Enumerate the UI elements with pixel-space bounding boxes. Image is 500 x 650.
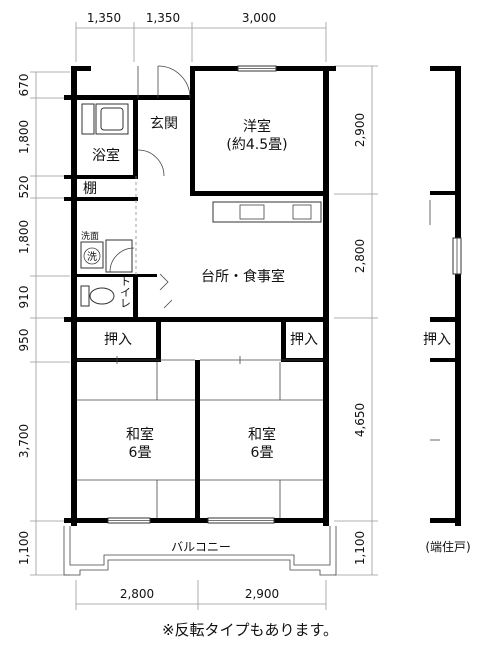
windows — [107, 65, 277, 524]
dim-left-3: 520 — [17, 176, 31, 199]
genkan-inner-door — [137, 149, 165, 177]
room-oshiire-right: 押入 — [290, 332, 318, 348]
dimension-labels: 1,350 1,350 3,000 670 1,800 520 1,800 91… — [17, 11, 367, 601]
walls — [64, 66, 336, 526]
tatami-lines — [77, 362, 323, 518]
kitchen-counter — [212, 201, 322, 223]
room-yoshitsu: 洋室 — [243, 118, 271, 135]
dim-top-3: 3,000 — [242, 11, 276, 25]
room-washitsu-right-size: 6畳 — [251, 445, 274, 461]
dim-left-6: 950 — [17, 329, 31, 352]
room-yokushitsu: 浴室 — [92, 147, 120, 164]
shower-area — [81, 103, 95, 135]
room-senmen: 洗面 — [81, 230, 99, 242]
kitchen-folding-door — [159, 273, 173, 309]
dim-top-2: 1,350 — [146, 11, 180, 25]
entrance-door — [137, 65, 191, 99]
dim-left-8: 1,100 — [17, 531, 31, 565]
dimension-lines — [30, 22, 378, 610]
footnote: ※反転タイプもあります。 — [162, 621, 338, 639]
end-unit-oshiire: 押入 — [423, 332, 451, 348]
room-kitchen: 台所・食事室 — [201, 268, 285, 285]
dim-left-7: 3,700 — [17, 424, 31, 458]
washbasin — [80, 241, 104, 269]
dim-right-2: 2,800 — [353, 239, 367, 273]
room-labels: 洋室 (約4.5畳) 玄関 浴室 棚 洗面 洗 トイレ 台所・食事室 押入 押入… — [81, 115, 318, 554]
bathtub — [95, 103, 129, 135]
dim-top-1: 1,350 — [87, 11, 121, 25]
dim-right-1: 2,900 — [353, 113, 367, 147]
fusuma-doors — [77, 356, 323, 364]
dim-bottom-1: 2,800 — [120, 587, 154, 601]
toilet-fixture — [80, 285, 115, 307]
balcony-label: バルコニー — [171, 540, 231, 554]
dim-left-1: 670 — [17, 74, 31, 97]
room-yoshitsu-size: (約4.5畳) — [226, 137, 287, 153]
room-oshiire-left: 押入 — [104, 332, 132, 348]
laundry-space — [105, 239, 133, 273]
end-unit-variant: 押入 (端住戸) — [423, 66, 471, 554]
room-genkan: 玄関 — [150, 115, 178, 132]
dim-right-3: 4,650 — [353, 403, 367, 437]
balcony-outline — [63, 526, 337, 576]
dim-left-2: 1,800 — [17, 120, 31, 154]
room-toilet: トイレ — [119, 276, 132, 309]
dim-bottom-2: 2,900 — [245, 587, 279, 601]
end-unit-label: (端住戸) — [425, 540, 470, 554]
room-washitsu-right: 和室 — [248, 426, 276, 443]
dim-right-4: 1,100 — [353, 531, 367, 565]
dim-left-4: 1,800 — [17, 220, 31, 254]
dim-left-5: 910 — [17, 286, 31, 309]
room-tana: 棚 — [83, 181, 97, 197]
washer-symbol: 洗 — [87, 251, 97, 263]
room-washitsu-left-size: 6畳 — [129, 445, 152, 461]
room-washitsu-left: 和室 — [126, 426, 154, 443]
laundry-door — [109, 247, 135, 273]
